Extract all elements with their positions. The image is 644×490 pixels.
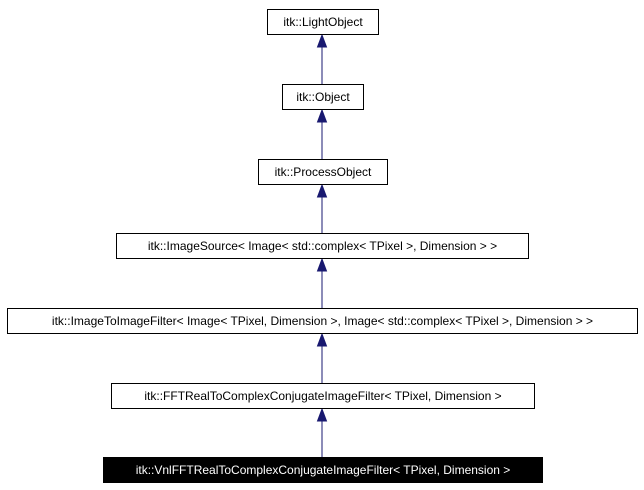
edge-arrowhead xyxy=(316,332,328,347)
node-box xyxy=(282,84,364,110)
edge-arrowhead xyxy=(316,183,328,198)
class-node-image-source[interactable]: itk::ImageSource< Image< std::complex< T… xyxy=(116,233,529,259)
inheritance-edge xyxy=(316,183,328,233)
inheritance-edge xyxy=(316,33,328,84)
edge-arrowhead xyxy=(316,407,328,422)
node-box xyxy=(7,308,638,334)
class-node-process-object[interactable]: itk::ProcessObject xyxy=(258,159,388,185)
edges-layer xyxy=(316,33,328,457)
inheritance-edge xyxy=(316,332,328,383)
node-label: itk::Object xyxy=(296,90,350,104)
inheritance-edge xyxy=(316,407,328,457)
node-label: itk::LightObject xyxy=(283,15,363,29)
node-label: itk::ImageToImageFilter< Image< TPixel, … xyxy=(52,314,593,328)
node-label: itk::ImageSource< Image< std::complex< T… xyxy=(148,239,497,253)
node-box xyxy=(103,457,543,483)
node-label: itk::FFTRealToComplexConjugateImageFilte… xyxy=(144,389,501,403)
node-label: itk::ProcessObject xyxy=(275,165,372,179)
class-node-object[interactable]: itk::Object xyxy=(282,84,364,110)
class-node-fft-real-to-complex-conjugate[interactable]: itk::FFTRealToComplexConjugateImageFilte… xyxy=(111,383,535,409)
node-box xyxy=(116,233,529,259)
edge-arrowhead xyxy=(316,257,328,272)
edge-arrowhead xyxy=(316,33,328,48)
node-box xyxy=(258,159,388,185)
nodes-layer: itk::LightObjectitk::Objectitk::ProcessO… xyxy=(7,9,638,483)
class-node-vnl-fft-real-to-complex-conjugate: itk::VnlFFTRealToComplexConjugateImageFi… xyxy=(103,457,543,483)
edge-arrowhead xyxy=(316,108,328,123)
class-node-image-to-image-filter[interactable]: itk::ImageToImageFilter< Image< TPixel, … xyxy=(7,308,638,334)
class-node-light-object[interactable]: itk::LightObject xyxy=(267,9,379,35)
node-label: itk::VnlFFTRealToComplexConjugateImageFi… xyxy=(136,463,511,477)
node-box xyxy=(267,9,379,35)
inheritance-edge xyxy=(316,257,328,308)
node-box xyxy=(111,383,535,409)
inheritance-edge xyxy=(316,108,328,159)
